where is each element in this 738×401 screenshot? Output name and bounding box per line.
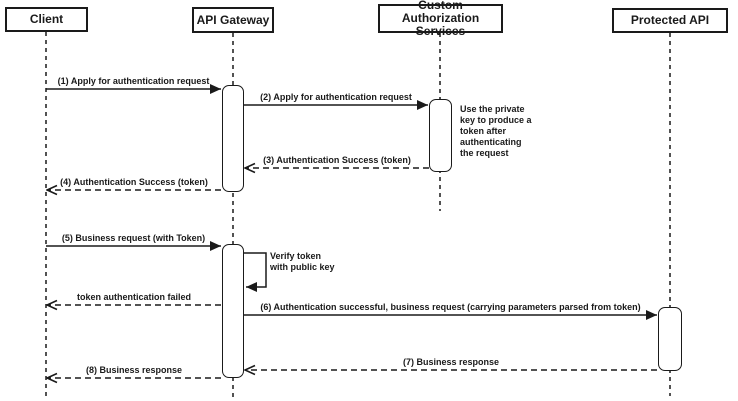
activation-bar-api-gateway xyxy=(222,244,244,378)
message-label-5-business-request-with-token: (5) Business request (with Token) xyxy=(61,233,206,243)
participant-label: Protected API xyxy=(630,13,710,27)
participant-custom-authorization-services: Custom Authorization Services xyxy=(378,0,503,38)
activation-bar-custom-authorization-services xyxy=(429,99,452,172)
participant-label: API Gateway xyxy=(196,12,270,27)
lifelines xyxy=(45,32,671,398)
participant-client: Client xyxy=(5,7,88,32)
message-label-token-authentication-failed: token authentication failed xyxy=(76,292,192,302)
message-arrows xyxy=(46,84,657,378)
participant-label: Client xyxy=(29,12,64,26)
activation-bar-protected-api xyxy=(658,307,682,371)
participant-api-gateway: API Gateway xyxy=(192,7,274,33)
self-message-arrow-verify-token xyxy=(244,252,267,292)
note-private-key: Use the private key to produce a token a… xyxy=(460,104,532,158)
message-label-8-business-response: (8) Business response xyxy=(85,365,183,375)
message-label-3-authentication-success-token: (3) Authentication Success (token) xyxy=(263,155,411,165)
self-message-label-verify-token: Verify token with public key xyxy=(270,251,335,272)
message-label-4-authentication-success-token: (4) Authentication Success (token) xyxy=(60,177,208,187)
participant-protected-api: Protected API xyxy=(612,8,728,33)
message-label-6-authentication-successful-business-req: (6) Authentication successful, business … xyxy=(260,302,641,312)
activation-bar-api-gateway xyxy=(222,85,244,192)
message-label-7-business-response: (7) Business response xyxy=(402,357,500,367)
message-label-2-apply-for-authentication-request: (2) Apply for authentication request xyxy=(260,92,412,102)
message-label-1-apply-for-authentication-request: (1) Apply for authentication request xyxy=(57,76,210,86)
participant-label: Custom Authorization Services xyxy=(401,0,480,38)
